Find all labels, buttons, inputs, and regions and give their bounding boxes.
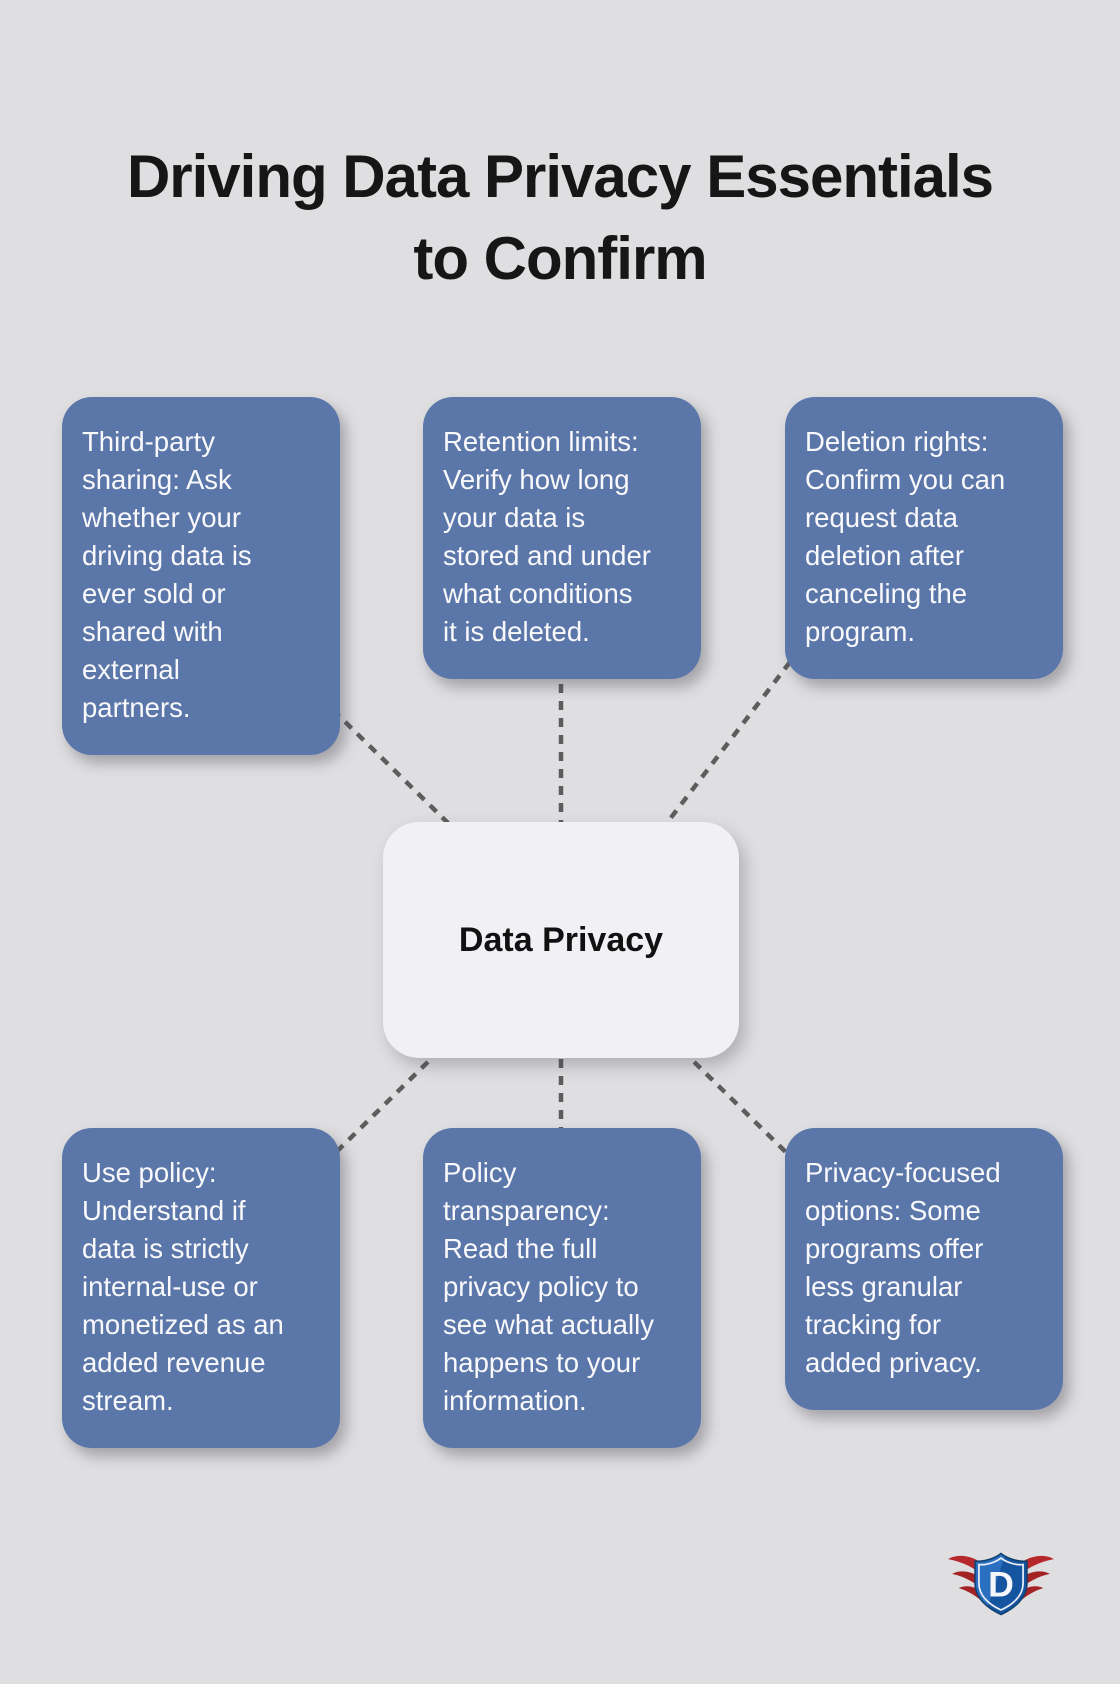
node-policy-transparency: Policy transparency: Read the full priva…	[423, 1128, 701, 1448]
brand-logo-letter: D	[988, 1565, 1014, 1605]
connector-bottom-right-icon	[680, 1048, 804, 1170]
center-node: Data Privacy	[383, 822, 739, 1058]
node-third-party-sharing: Third-party sharing: Ask whether your dr…	[62, 397, 340, 755]
brand-logo-shield-icon: D	[948, 1552, 1054, 1616]
connector-top-right-icon	[658, 660, 792, 834]
node-deletion-rights: Deletion rights: Confirm you can request…	[785, 397, 1063, 679]
node-privacy-focused-options: Privacy-focused options: Some programs o…	[785, 1128, 1063, 1410]
node-retention-limits: Retention limits: Verify how long your d…	[423, 397, 701, 679]
center-node-label: Data Privacy	[458, 920, 664, 959]
node-use-policy: Use policy: Understand if data is strict…	[62, 1128, 340, 1448]
connector-bottom-left-icon	[318, 1048, 442, 1170]
connector-top-left-icon	[331, 708, 450, 825]
page-title: Driving Data Privacy Essentials to Confi…	[126, 143, 994, 293]
